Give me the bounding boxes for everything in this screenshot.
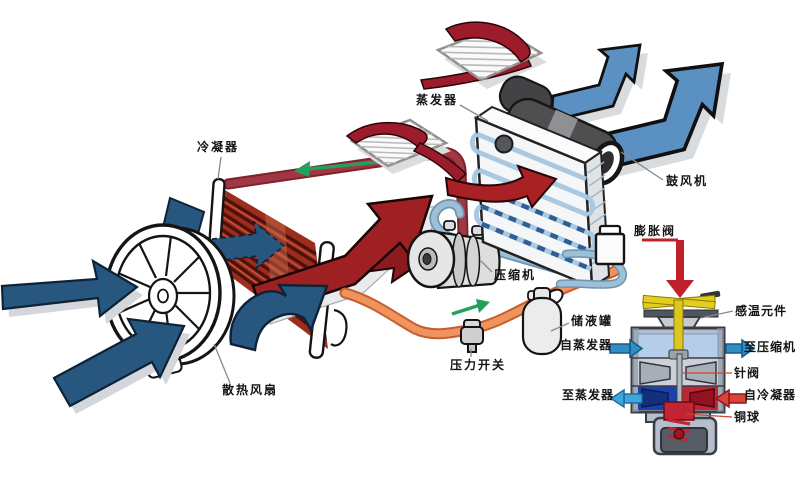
label-receiver-drier: 储液罐 <box>571 314 614 328</box>
leader-lines <box>213 104 734 384</box>
ambient-air-in-arrows <box>0 258 190 414</box>
label-copper-ball: 铜球 <box>734 410 761 424</box>
label-compressor: 压缩机 <box>494 268 537 282</box>
air-flow-out-arrow <box>229 283 329 352</box>
detail-pointer-arrow <box>642 238 694 298</box>
label-expansion-valve: 膨胀阀 <box>634 224 677 238</box>
expansion-valve-detail <box>609 290 756 456</box>
warm-air-ribbon-top <box>444 21 531 64</box>
label-to-evaporator: 至蒸发器 <box>562 388 615 402</box>
detail-leader-lines <box>683 372 733 418</box>
label-to-compressor: 至压缩机 <box>744 340 797 354</box>
label-blower: 鼓风机 <box>666 174 709 188</box>
warm-air-into-evaporator-arrow <box>444 164 558 209</box>
valve-flow-arrows <box>609 338 756 409</box>
copper-ball-mechanism <box>663 401 695 421</box>
expansion-valve-graphic <box>555 224 627 289</box>
flow-arrow-to-valve <box>451 299 490 316</box>
label-condenser: 冷凝器 <box>197 140 240 154</box>
label-pressure-switch: 压力开关 <box>450 358 507 372</box>
label-from-condenser: 自冷凝器 <box>744 388 797 402</box>
label-needle-valve: 针阀 <box>734 366 761 380</box>
cabin-vent-top <box>419 21 547 90</box>
condenser-bracket <box>330 308 348 347</box>
label-radiator-fan: 散热风扇 <box>222 383 279 397</box>
warm-air-ribbon-left <box>345 122 428 148</box>
label-evaporator: 蒸发器 <box>416 93 459 107</box>
evaporator-graphic <box>444 105 611 289</box>
receiver-drier-graphic <box>521 287 564 356</box>
label-from-evaporator: 自蒸发器 <box>560 338 613 352</box>
cabin-vent-left <box>345 118 468 184</box>
label-sensing-element: 感温元件 <box>735 304 788 318</box>
pressure-switch-graphic <box>460 319 484 353</box>
evaporator-port <box>494 134 514 154</box>
